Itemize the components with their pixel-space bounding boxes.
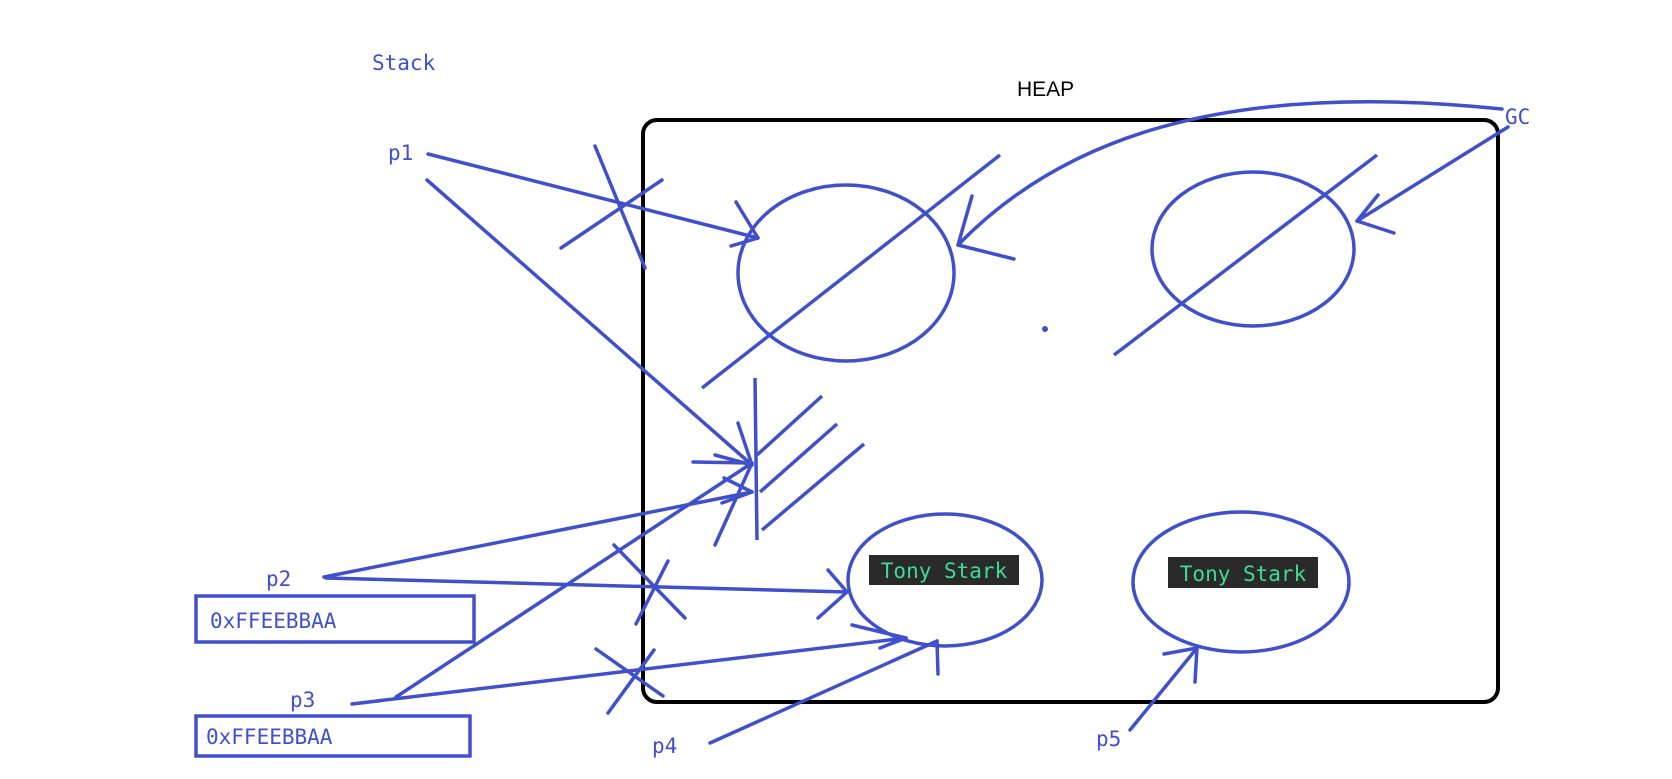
- arrowhead-p5-object4: [1162, 646, 1199, 684]
- arrow-p1-freed: [425, 178, 754, 467]
- stack-label: Stack: [372, 51, 436, 75]
- object-1-strike: [700, 153, 1002, 390]
- arrowhead-p2-freed: [720, 476, 754, 505]
- stack-slot-p3-value: 0xFFEEBBAA: [206, 725, 333, 749]
- stack-slot-p2-value: 0xFFEEBBAA: [210, 609, 337, 633]
- arrow-gc-object2: [1355, 125, 1510, 223]
- arrow-p3-freed: [394, 461, 754, 699]
- arrow-p2-freed: [322, 490, 754, 579]
- arrowhead-p3-freed: [691, 460, 754, 547]
- arrowhead-gc-object2: [1355, 193, 1396, 235]
- pointer-label-p5: p5: [1096, 727, 1121, 751]
- arrowhead-p1-object1: [729, 200, 760, 248]
- pointer-label-p3: p3: [290, 688, 315, 712]
- crossing-p3-object3: [594, 647, 665, 715]
- stray-dot: [1042, 326, 1048, 332]
- heap-label: HEAP: [1017, 78, 1074, 101]
- heap-object-2: [1112, 153, 1379, 357]
- arrowhead-p3-object3: [850, 623, 908, 650]
- object-2-strike: [1112, 153, 1379, 357]
- crossing-p2-object3: [612, 543, 687, 626]
- arrowhead-p4-object3: [935, 639, 940, 676]
- heap-object-4: Tony Stark: [1131, 510, 1351, 654]
- crossing-p1-object1: [559, 144, 664, 270]
- arrow-p2-object3: [324, 576, 849, 594]
- arrow-p4-object3: [708, 639, 939, 745]
- heap-region: [641, 118, 1500, 704]
- arrow-p1-object1: [426, 152, 760, 240]
- pointer-label-p4: p4: [652, 734, 677, 758]
- object-4-text: Tony Stark: [1180, 562, 1307, 586]
- stack-slot-p3: 0xFFEEBBAA: [194, 714, 472, 758]
- object-3-text: Tony Stark: [881, 559, 1008, 583]
- arrow-p5-object4: [1128, 646, 1199, 732]
- stack-slot-p2: 0xFFEEBBAA: [194, 594, 476, 644]
- heap-object-1: [700, 153, 1002, 390]
- reference-crossings: [559, 144, 687, 715]
- gc-label: GC: [1505, 105, 1530, 129]
- arrow-gc-object1: [956, 99, 1504, 247]
- freed-object-marks: [753, 377, 866, 541]
- heap-object-3: Tony Stark: [846, 512, 1044, 648]
- arrowhead-p2-object3: [816, 568, 849, 620]
- arrowhead-gc-object1: [956, 194, 1016, 261]
- pointer-label-p1: p1: [388, 141, 413, 165]
- pointer-label-p2: p2: [266, 567, 291, 591]
